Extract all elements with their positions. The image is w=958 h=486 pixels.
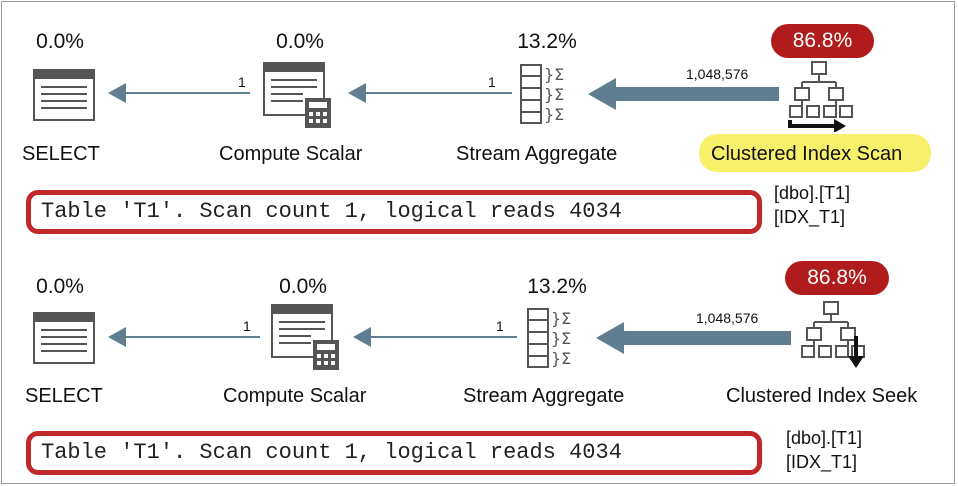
compute-scalar-label: Compute Scalar: [219, 143, 363, 165]
edge-rows: 1: [496, 318, 504, 334]
svg-text:}Σ: }Σ: [544, 85, 564, 104]
select-label: SELECT: [25, 385, 103, 407]
scan-label-highlight: [699, 134, 931, 172]
statistics-io-message: Table 'T1'. Scan count 1, logical reads …: [26, 431, 762, 475]
compute-scalar-icon[interactable]: [263, 62, 335, 130]
arrow-head: [108, 83, 126, 103]
compute-scalar-cost: 0.0%: [279, 275, 327, 298]
svg-text:}Σ: }Σ: [544, 65, 564, 84]
edge-rows: 1: [243, 318, 251, 334]
select-icon[interactable]: [33, 69, 95, 121]
thick-arrow-shaft: [621, 331, 791, 345]
stream-aggregate-label: Stream Aggregate: [463, 385, 625, 407]
clustered-index-cost-badge: 86.8%: [771, 24, 874, 58]
plan1-arrows: [108, 78, 779, 110]
edge-rows: 1,048,576: [686, 66, 749, 82]
select-icon[interactable]: [33, 312, 95, 364]
arrow-head: [588, 78, 616, 110]
thick-arrow-shaft: [613, 87, 779, 101]
edge-rows: 1: [238, 74, 246, 90]
stream-aggregate-label: Stream Aggregate: [456, 143, 618, 165]
object-index: [IDX_T1]: [774, 207, 846, 227]
edge-rows: 1,048,576: [696, 310, 759, 326]
svg-text:}Σ: }Σ: [544, 105, 564, 124]
object-name: [dbo].[T1] [IDX_T1]: [774, 181, 850, 229]
svg-text:}Σ: }Σ: [551, 329, 571, 348]
stream-aggregate-cost: 13.2%: [527, 275, 587, 298]
compute-scalar-label: Compute Scalar: [223, 385, 367, 407]
svg-text:}Σ: }Σ: [551, 309, 571, 328]
arrow-head: [108, 327, 126, 347]
arrow-head: [596, 322, 624, 354]
statistics-io-message: Table 'T1'. Scan count 1, logical reads …: [26, 190, 762, 234]
select-cost: 0.0%: [36, 275, 84, 298]
edge-rows: 1: [488, 74, 496, 90]
compute-scalar-icon[interactable]: [271, 304, 343, 372]
object-schema-table: [dbo].[T1]: [786, 428, 863, 448]
stream-aggregate-cost: 13.2%: [517, 30, 577, 53]
stream-aggregate-icon[interactable]: }Σ }Σ }Σ: [520, 64, 580, 126]
object-name: [dbo].[T1] [IDX_T1]: [786, 426, 862, 474]
arrow-head: [348, 83, 366, 103]
object-index: [IDX_T1]: [786, 452, 858, 472]
arrow-head: [353, 327, 371, 347]
clustered-index-seek-label: Clustered Index Seek: [726, 385, 918, 407]
compute-scalar-cost: 0.0%: [276, 30, 324, 53]
plan2-arrows: [108, 322, 791, 354]
stream-aggregate-icon[interactable]: }Σ }Σ }Σ: [527, 308, 587, 370]
clustered-index-scan-label: Clustered Index Scan: [711, 143, 903, 165]
clustered-index-seek-icon[interactable]: [800, 300, 868, 372]
svg-text:}Σ: }Σ: [551, 349, 571, 368]
clustered-index-cost-badge: 86.8%: [785, 261, 889, 295]
clustered-index-scan-icon[interactable]: [788, 60, 856, 132]
select-cost: 0.0%: [36, 30, 84, 53]
select-label: SELECT: [22, 143, 100, 165]
object-schema-table: [dbo].[T1]: [774, 183, 851, 203]
